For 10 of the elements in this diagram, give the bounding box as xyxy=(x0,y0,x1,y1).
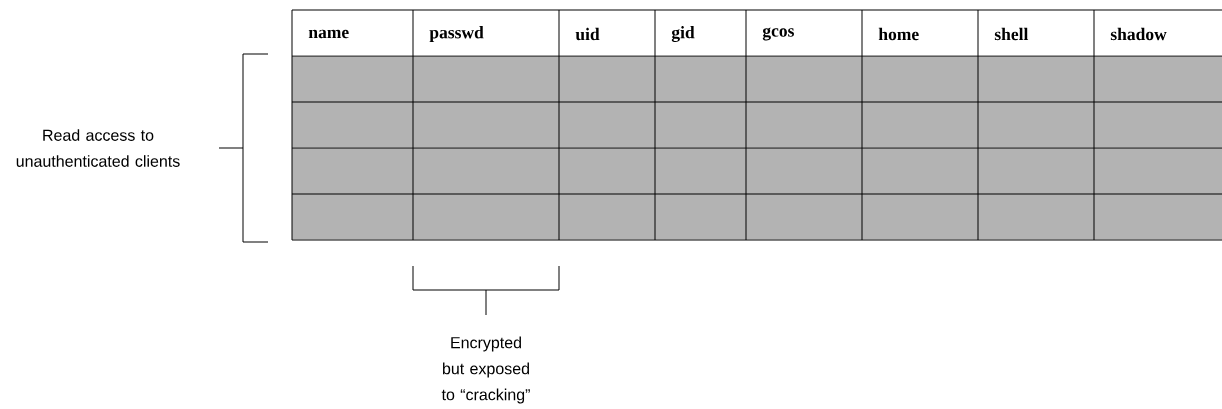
annotation: Encrypted but exposed to “cracking” xyxy=(441,336,530,404)
column-header: shadow xyxy=(1110,27,1167,41)
column-header: gcos xyxy=(762,27,794,41)
column-header: home xyxy=(878,27,919,41)
column-header: shell xyxy=(994,27,1029,41)
column-header: passwd xyxy=(429,26,484,42)
column-header: uid xyxy=(575,27,600,41)
annotation: Read access to unauthenticated clients xyxy=(16,129,180,167)
column-header: gid xyxy=(671,26,695,42)
column-header: name xyxy=(308,29,349,39)
